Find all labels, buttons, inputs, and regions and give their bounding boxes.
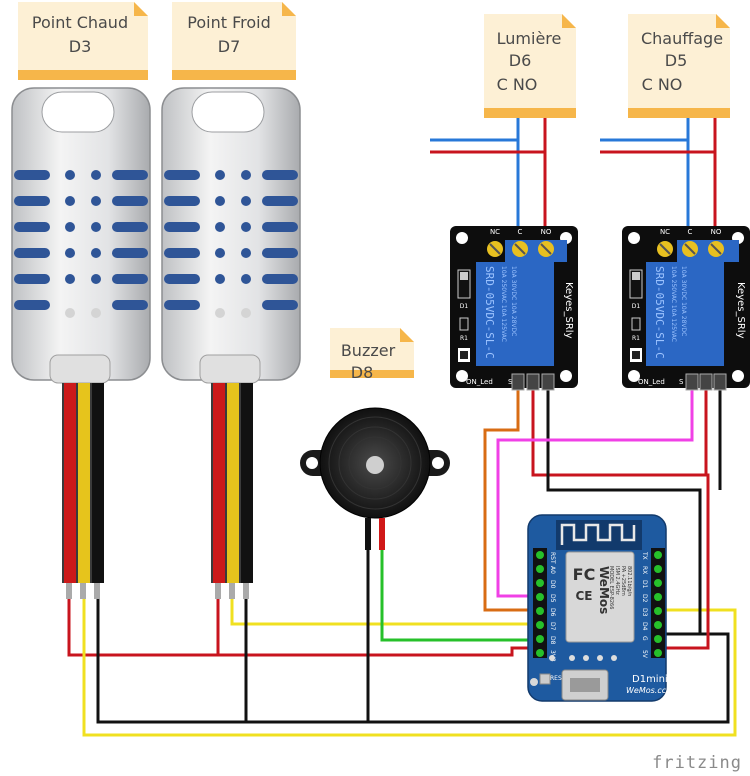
relay2-model-text: SRD-05VDC-SL-C bbox=[653, 266, 666, 359]
pin-label-rst: RST bbox=[549, 552, 556, 564]
note-point-froid-title: Point Froid bbox=[187, 13, 270, 32]
note-point-froid: Point Froid D7 bbox=[172, 2, 296, 80]
relay1-no-label: NO bbox=[541, 228, 552, 236]
fritzing-brand: fritzing bbox=[652, 753, 742, 773]
wire-sensor2-yellow bbox=[230, 590, 540, 626]
wemos-d1-mini-board: FC CE WeMos MODEL ESP-8266 ISM 2.4GHz PA… bbox=[527, 514, 668, 702]
relay1-rating-1: 10A 250VAC 10A 125VAC bbox=[500, 266, 507, 342]
left-pin-header bbox=[533, 548, 547, 658]
note-chauffage-contacts: C NO bbox=[642, 75, 683, 94]
right-pin-labels: TX RX D1 D2 D3 D4 G 5V bbox=[641, 551, 648, 659]
relay1-r1-label: R1 bbox=[460, 335, 468, 342]
pin-label-d5: D5 bbox=[549, 594, 556, 603]
note-lumiere-contacts: C NO bbox=[497, 75, 538, 94]
pin-label-d7: D7 bbox=[549, 622, 556, 631]
wire-relay2-load-red bbox=[600, 150, 717, 228]
relay1-model-text: SRD-05VDC-SL-C bbox=[483, 266, 496, 359]
pin-label-5v: 5V bbox=[641, 650, 648, 659]
note-buzzer-pin: D8 bbox=[351, 363, 374, 382]
reset-label: RESET bbox=[550, 675, 570, 682]
relay1-led-label: ON_Led bbox=[466, 378, 493, 386]
relay-module-chauffage: NC C NO SRD-05VDC-SL-C 10A 250VAC 10A 12… bbox=[622, 226, 750, 391]
pin-label-d1: D1 bbox=[641, 580, 648, 589]
module-line-3: PA +25dBm bbox=[620, 566, 626, 596]
temperature-sensor-point-chaud bbox=[11, 87, 151, 599]
relay2-s-label: S bbox=[679, 378, 684, 386]
note-buzzer: Buzzer D8 bbox=[330, 328, 414, 382]
pin-label-d0: D0 bbox=[549, 580, 556, 589]
note-point-froid-pin: D7 bbox=[218, 37, 241, 56]
pin-label-a0: A0 bbox=[549, 566, 556, 574]
module-line-4: 802.11b/g/n bbox=[626, 566, 632, 596]
pin-label-d4: D4 bbox=[641, 622, 648, 631]
wire-relay1-red bbox=[531, 388, 710, 650]
module-line-1: MODEL ESP-8266 bbox=[608, 566, 614, 609]
note-chauffage: Chauffage D5 C NO bbox=[628, 14, 730, 118]
note-lumiere-title: Lumière bbox=[497, 29, 562, 48]
note-buzzer-title: Buzzer bbox=[341, 341, 396, 360]
relay2-brand: Keyes_SRly bbox=[735, 282, 746, 339]
temperature-sensor-point-froid bbox=[161, 87, 301, 599]
board-website: WeMos.cc bbox=[626, 686, 667, 695]
relay2-rating-2: 10A 30VDC 10A 28VDC bbox=[680, 266, 687, 336]
relay1-brand: Keyes_SRly bbox=[563, 282, 574, 339]
relay2-d1-label: D1 bbox=[632, 303, 641, 310]
note-chauffage-pin: D5 bbox=[665, 51, 688, 70]
relay2-r1-label: R1 bbox=[632, 335, 640, 342]
ce-logo: CE bbox=[575, 589, 592, 603]
wire-sensor1-red bbox=[67, 590, 540, 657]
wire-buzzer-green bbox=[380, 548, 540, 642]
wire-relay2-magenta bbox=[496, 388, 694, 598]
relay2-rating-1: 10A 250VAC 10A 125VAC bbox=[670, 266, 677, 342]
wire-relay1-orange bbox=[483, 388, 540, 612]
relay2-led-label: ON_Led bbox=[638, 378, 665, 386]
relay1-rating-2: 10A 30VDC 10A 28VDC bbox=[510, 266, 517, 336]
relay1-d1-label: D1 bbox=[460, 303, 469, 310]
relay-module-lumiere: NC C NO SRD-05VDC-SL-C 10A 250VAC 10A 12… bbox=[450, 226, 578, 391]
pin-label-rx: RX bbox=[641, 566, 648, 574]
relay1-nc-label: NC bbox=[490, 228, 500, 236]
fcc-logo: FC bbox=[573, 565, 596, 584]
relay1-s-label: S bbox=[508, 378, 513, 386]
wire-sensor1-black bbox=[96, 590, 730, 724]
pin-label-g: G bbox=[641, 636, 648, 641]
wemos-brand-module: WeMos bbox=[597, 566, 611, 614]
buzzer bbox=[300, 407, 450, 550]
board-name: D1mini bbox=[632, 674, 668, 685]
note-chauffage-title: Chauffage bbox=[641, 29, 723, 48]
pin-label-d3: D3 bbox=[641, 608, 648, 617]
module-line-2: ISM 2.4GHz bbox=[614, 566, 620, 595]
relay2-c-label: C bbox=[688, 228, 693, 236]
wire-relay1-load-red bbox=[430, 150, 547, 228]
relay2-no-label: NO bbox=[711, 228, 722, 236]
wires bbox=[67, 118, 737, 737]
relay2-nc-label: NC bbox=[660, 228, 670, 236]
note-lumiere-pin: D6 bbox=[509, 51, 532, 70]
note-point-chaud-pin: D3 bbox=[69, 37, 92, 56]
relay1-c-label: C bbox=[518, 228, 523, 236]
pin-label-d6: D6 bbox=[549, 608, 556, 617]
note-point-chaud-title: Point Chaud bbox=[32, 13, 128, 32]
pin-label-tx: TX bbox=[641, 551, 648, 560]
note-lumiere: Lumière D6 C NO bbox=[484, 14, 576, 118]
note-point-chaud: Point Chaud D3 bbox=[18, 2, 148, 80]
right-pin-header bbox=[651, 548, 665, 658]
pin-label-d8: D8 bbox=[549, 636, 556, 645]
pin-label-d2: D2 bbox=[641, 594, 648, 603]
